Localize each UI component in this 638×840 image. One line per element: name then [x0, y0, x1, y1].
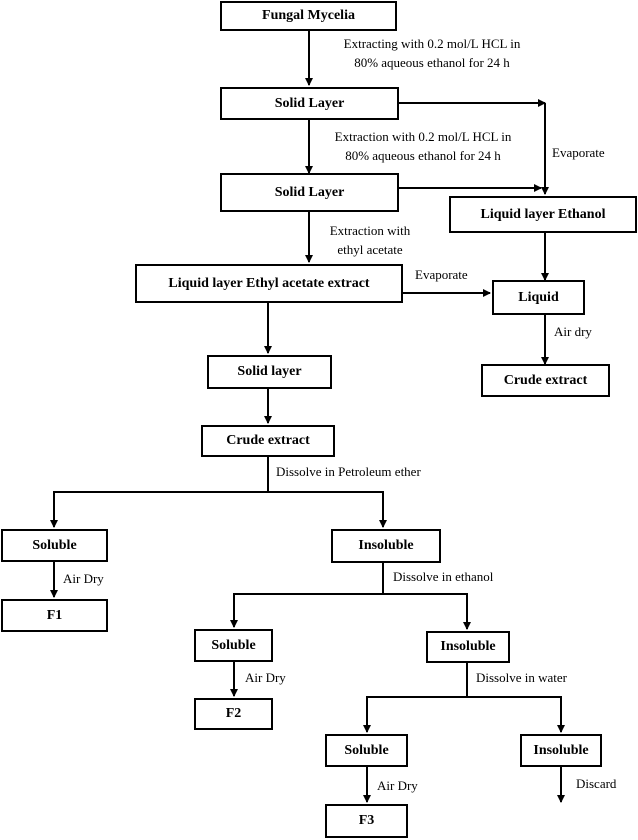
evaporate-label-1: Evaporate	[552, 145, 605, 160]
evaporate-label-2: Evaporate	[415, 267, 468, 282]
dissolve-ethanol-label: Dissolve in ethanol	[393, 569, 494, 584]
extract-label-1-line1: Extracting with 0.2 mol/L HCL in	[343, 36, 521, 51]
liquid-box: Liquid	[492, 280, 585, 315]
split-ethanol	[230, 563, 384, 628]
fungal-mycelia-box: Fungal Mycelia	[220, 1, 397, 31]
dissolve-water-label: Dissolve in water	[476, 670, 567, 685]
split-petroleum-right	[268, 491, 387, 528]
extract-ethyl-acetate-line1: Extraction with	[329, 223, 411, 238]
air-dry-label-right: Air dry	[554, 324, 592, 339]
extract-ethyl-acetate-label: Extraction with ethyl acetate	[318, 221, 422, 259]
solid-layer-box-1: Solid Layer	[220, 87, 399, 120]
split-water	[363, 663, 468, 733]
dissolve-petroleum-label: Dissolve in Petroleum ether	[276, 464, 421, 479]
split-petroleum	[50, 457, 269, 528]
air-dry-label-2: Air Dry	[245, 670, 286, 685]
f2-box: F2	[194, 698, 273, 730]
air-dry-label-1: Air Dry	[63, 571, 104, 586]
extract-label-2-line2: 80% aqueous ethanol for 24 h	[345, 148, 501, 163]
crude-extract-right-box: Crude extract	[481, 364, 610, 397]
f1-box: F1	[1, 599, 108, 632]
air-dry-label-3: Air Dry	[377, 778, 418, 793]
extract-label-1: Extracting with 0.2 mol/L HCL in 80% aqu…	[328, 34, 536, 72]
soluble-box-3: Soluble	[325, 734, 408, 767]
split-water-right	[467, 696, 565, 733]
crude-extract-center-box: Crude extract	[201, 425, 335, 457]
solid-layer-box-2: Solid Layer	[220, 173, 399, 212]
insoluble-box-3: Insoluble	[520, 734, 602, 767]
extract-ethyl-acetate-line2: ethyl acetate	[337, 242, 403, 257]
soluble-box-2: Soluble	[194, 629, 273, 662]
insoluble-box-2: Insoluble	[426, 631, 510, 663]
insoluble-box-1: Insoluble	[331, 529, 441, 563]
solid-layer-box-3: Solid layer	[207, 355, 332, 389]
liquid-layer-ethyl-acetate-box: Liquid layer Ethyl acetate extract	[135, 264, 403, 303]
extract-label-1-line2: 80% aqueous ethanol for 24 h	[354, 55, 510, 70]
extract-label-2-line1: Extraction with 0.2 mol/L HCL in	[334, 129, 512, 144]
discard-label: Discard	[576, 776, 617, 791]
split-ethanol-right	[383, 593, 471, 630]
extract-label-2: Extraction with 0.2 mol/L HCL in 80% aqu…	[319, 127, 527, 165]
soluble-box-1: Soluble	[1, 529, 108, 562]
f3-box: F3	[325, 804, 408, 838]
liquid-layer-ethanol-box: Liquid layer Ethanol	[449, 196, 637, 233]
